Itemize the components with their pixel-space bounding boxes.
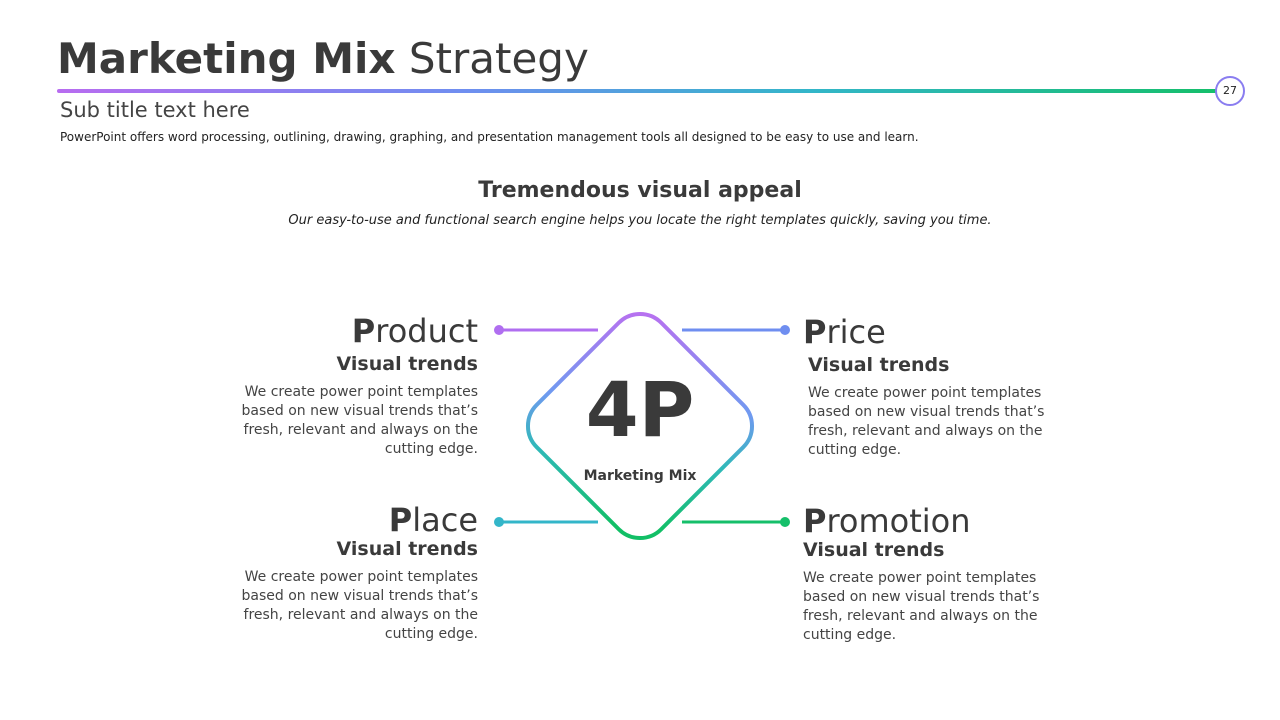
item-place-text: We create power point templates based on… xyxy=(241,569,478,643)
item-promotion-rest: romotion xyxy=(826,502,971,540)
item-product-heading: Product xyxy=(218,312,478,350)
item-price-text: We create power point templates based on… xyxy=(808,385,1045,459)
item-place-subheading: Visual trends xyxy=(336,538,478,561)
center-big-label: 4P xyxy=(585,365,695,454)
connector-dot-product xyxy=(494,325,504,335)
item-promotion-subheading: Visual trends xyxy=(803,539,945,562)
center-small-label: Marketing Mix xyxy=(583,468,697,484)
item-product-initial: P xyxy=(351,312,376,350)
item-promotion-initial: P xyxy=(803,502,827,540)
item-place-rest: lace xyxy=(412,501,478,539)
subtitle: Sub title text here xyxy=(60,98,250,122)
item-price-subheading: Visual trends xyxy=(808,354,950,377)
connector-dot-promotion xyxy=(780,517,790,527)
item-product-rest: roduct xyxy=(375,312,478,350)
item-price-initial: P xyxy=(803,313,827,351)
section-heading: Tremendous visual appeal xyxy=(478,178,802,203)
item-price-rest: rice xyxy=(826,313,886,351)
item-product-subheading: Visual trends xyxy=(336,353,478,376)
description: PowerPoint offers word processing, outli… xyxy=(60,130,919,144)
title-bold: Marketing Mix xyxy=(57,34,396,83)
title-rest: Strategy xyxy=(408,34,589,83)
section-tagline: Our easy-to-use and functional search en… xyxy=(288,213,992,228)
item-place-heading: Place xyxy=(218,501,478,539)
page-number-badge: 27 xyxy=(1215,76,1245,106)
item-place: Place Visual trends We create power poin… xyxy=(218,501,478,644)
item-price-heading: Price xyxy=(803,313,1063,351)
page-title: Marketing Mix Strategy xyxy=(57,34,589,83)
item-promotion: Promotion Visual trends We create power … xyxy=(803,502,1063,645)
connector-dot-price xyxy=(780,325,790,335)
connector-dot-place xyxy=(494,517,504,527)
item-place-initial: P xyxy=(388,501,413,539)
item-product: Product Visual trends We create power po… xyxy=(218,312,478,459)
center-diamond xyxy=(525,311,755,541)
item-promotion-heading: Promotion xyxy=(803,502,1063,540)
item-product-text: We create power point templates based on… xyxy=(241,384,478,458)
title-underline xyxy=(57,89,1219,93)
item-price: Price Visual trends We create power poin… xyxy=(803,313,1063,460)
item-promotion-text: We create power point templates based on… xyxy=(803,570,1040,644)
